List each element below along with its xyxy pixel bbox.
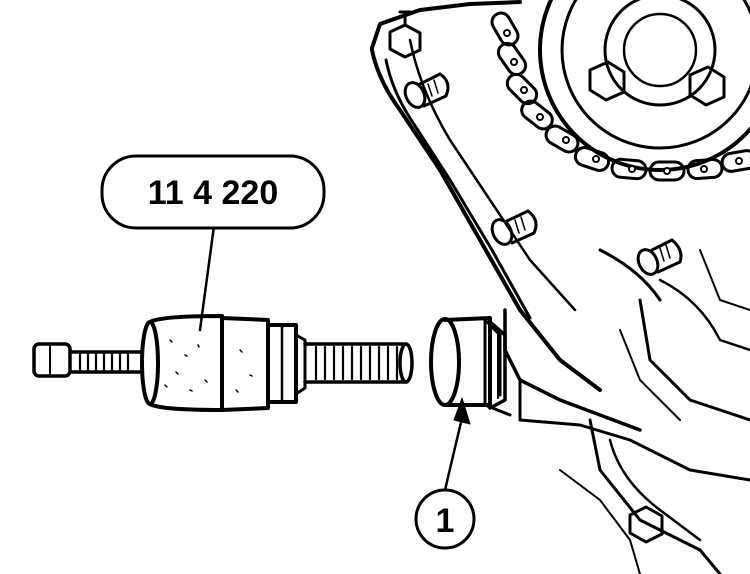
crankshaft-seal-drift	[429, 316, 507, 410]
item-number: 1	[436, 502, 455, 540]
tool-number-callout-frame	[100, 154, 326, 230]
tool-leader-line	[198, 224, 216, 332]
item-leader-arrow	[443, 397, 471, 492]
tool-part-number: 11 4 220	[148, 174, 278, 212]
special-tool	[32, 314, 414, 412]
item-number-callout-frame	[414, 488, 476, 550]
engine-timing-cover	[370, 0, 750, 574]
